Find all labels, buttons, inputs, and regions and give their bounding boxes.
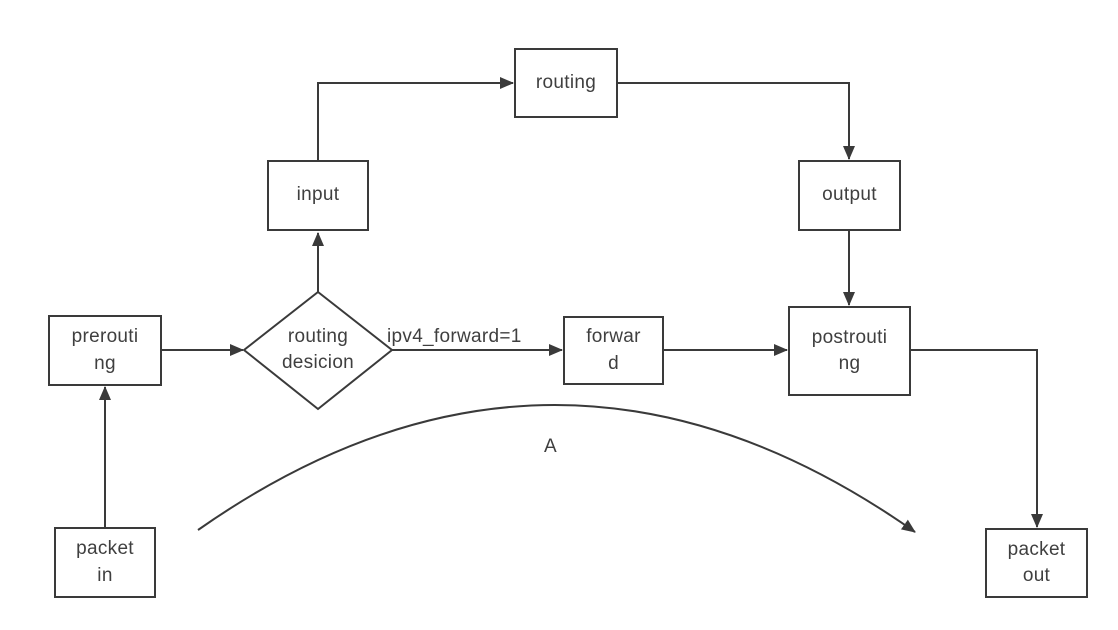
node-prerouting: prerouti ng — [48, 315, 162, 386]
node-forward: forwar d — [563, 316, 664, 385]
node-postrouting-label: postrouti ng — [811, 326, 888, 374]
node-packet-in: packet in — [54, 527, 156, 598]
node-output-label: output — [822, 184, 877, 206]
node-output: output — [798, 160, 901, 231]
node-input-label: input — [296, 184, 340, 206]
node-routing-decision-label: routing desicion — [281, 325, 355, 373]
node-input: input — [267, 160, 369, 231]
node-packet-out-label: packet out — [1007, 538, 1066, 586]
edge-input-to-routing — [317, 77, 514, 160]
node-forward-label: forwar d — [586, 326, 641, 374]
node-packet-in-label: packet in — [76, 538, 134, 586]
edge-label-curve-a: A — [544, 436, 557, 457]
node-routing-decision: routing desicion — [248, 310, 388, 390]
edge-label-ipv4-forward: ipv4_forward=1 — [387, 326, 522, 347]
edge-curved-bypass-arrow — [197, 404, 916, 533]
node-routing: routing — [514, 48, 618, 118]
node-prerouting-label: prerouti ng — [71, 326, 139, 374]
node-routing-label: routing — [535, 71, 597, 93]
edge-postrouting-to-packet-out — [911, 349, 1043, 528]
routing-decision-shape — [242, 290, 394, 411]
edge-routing-to-output — [618, 82, 855, 160]
node-postrouting: postrouti ng — [788, 306, 911, 396]
node-packet-out: packet out — [985, 528, 1088, 598]
